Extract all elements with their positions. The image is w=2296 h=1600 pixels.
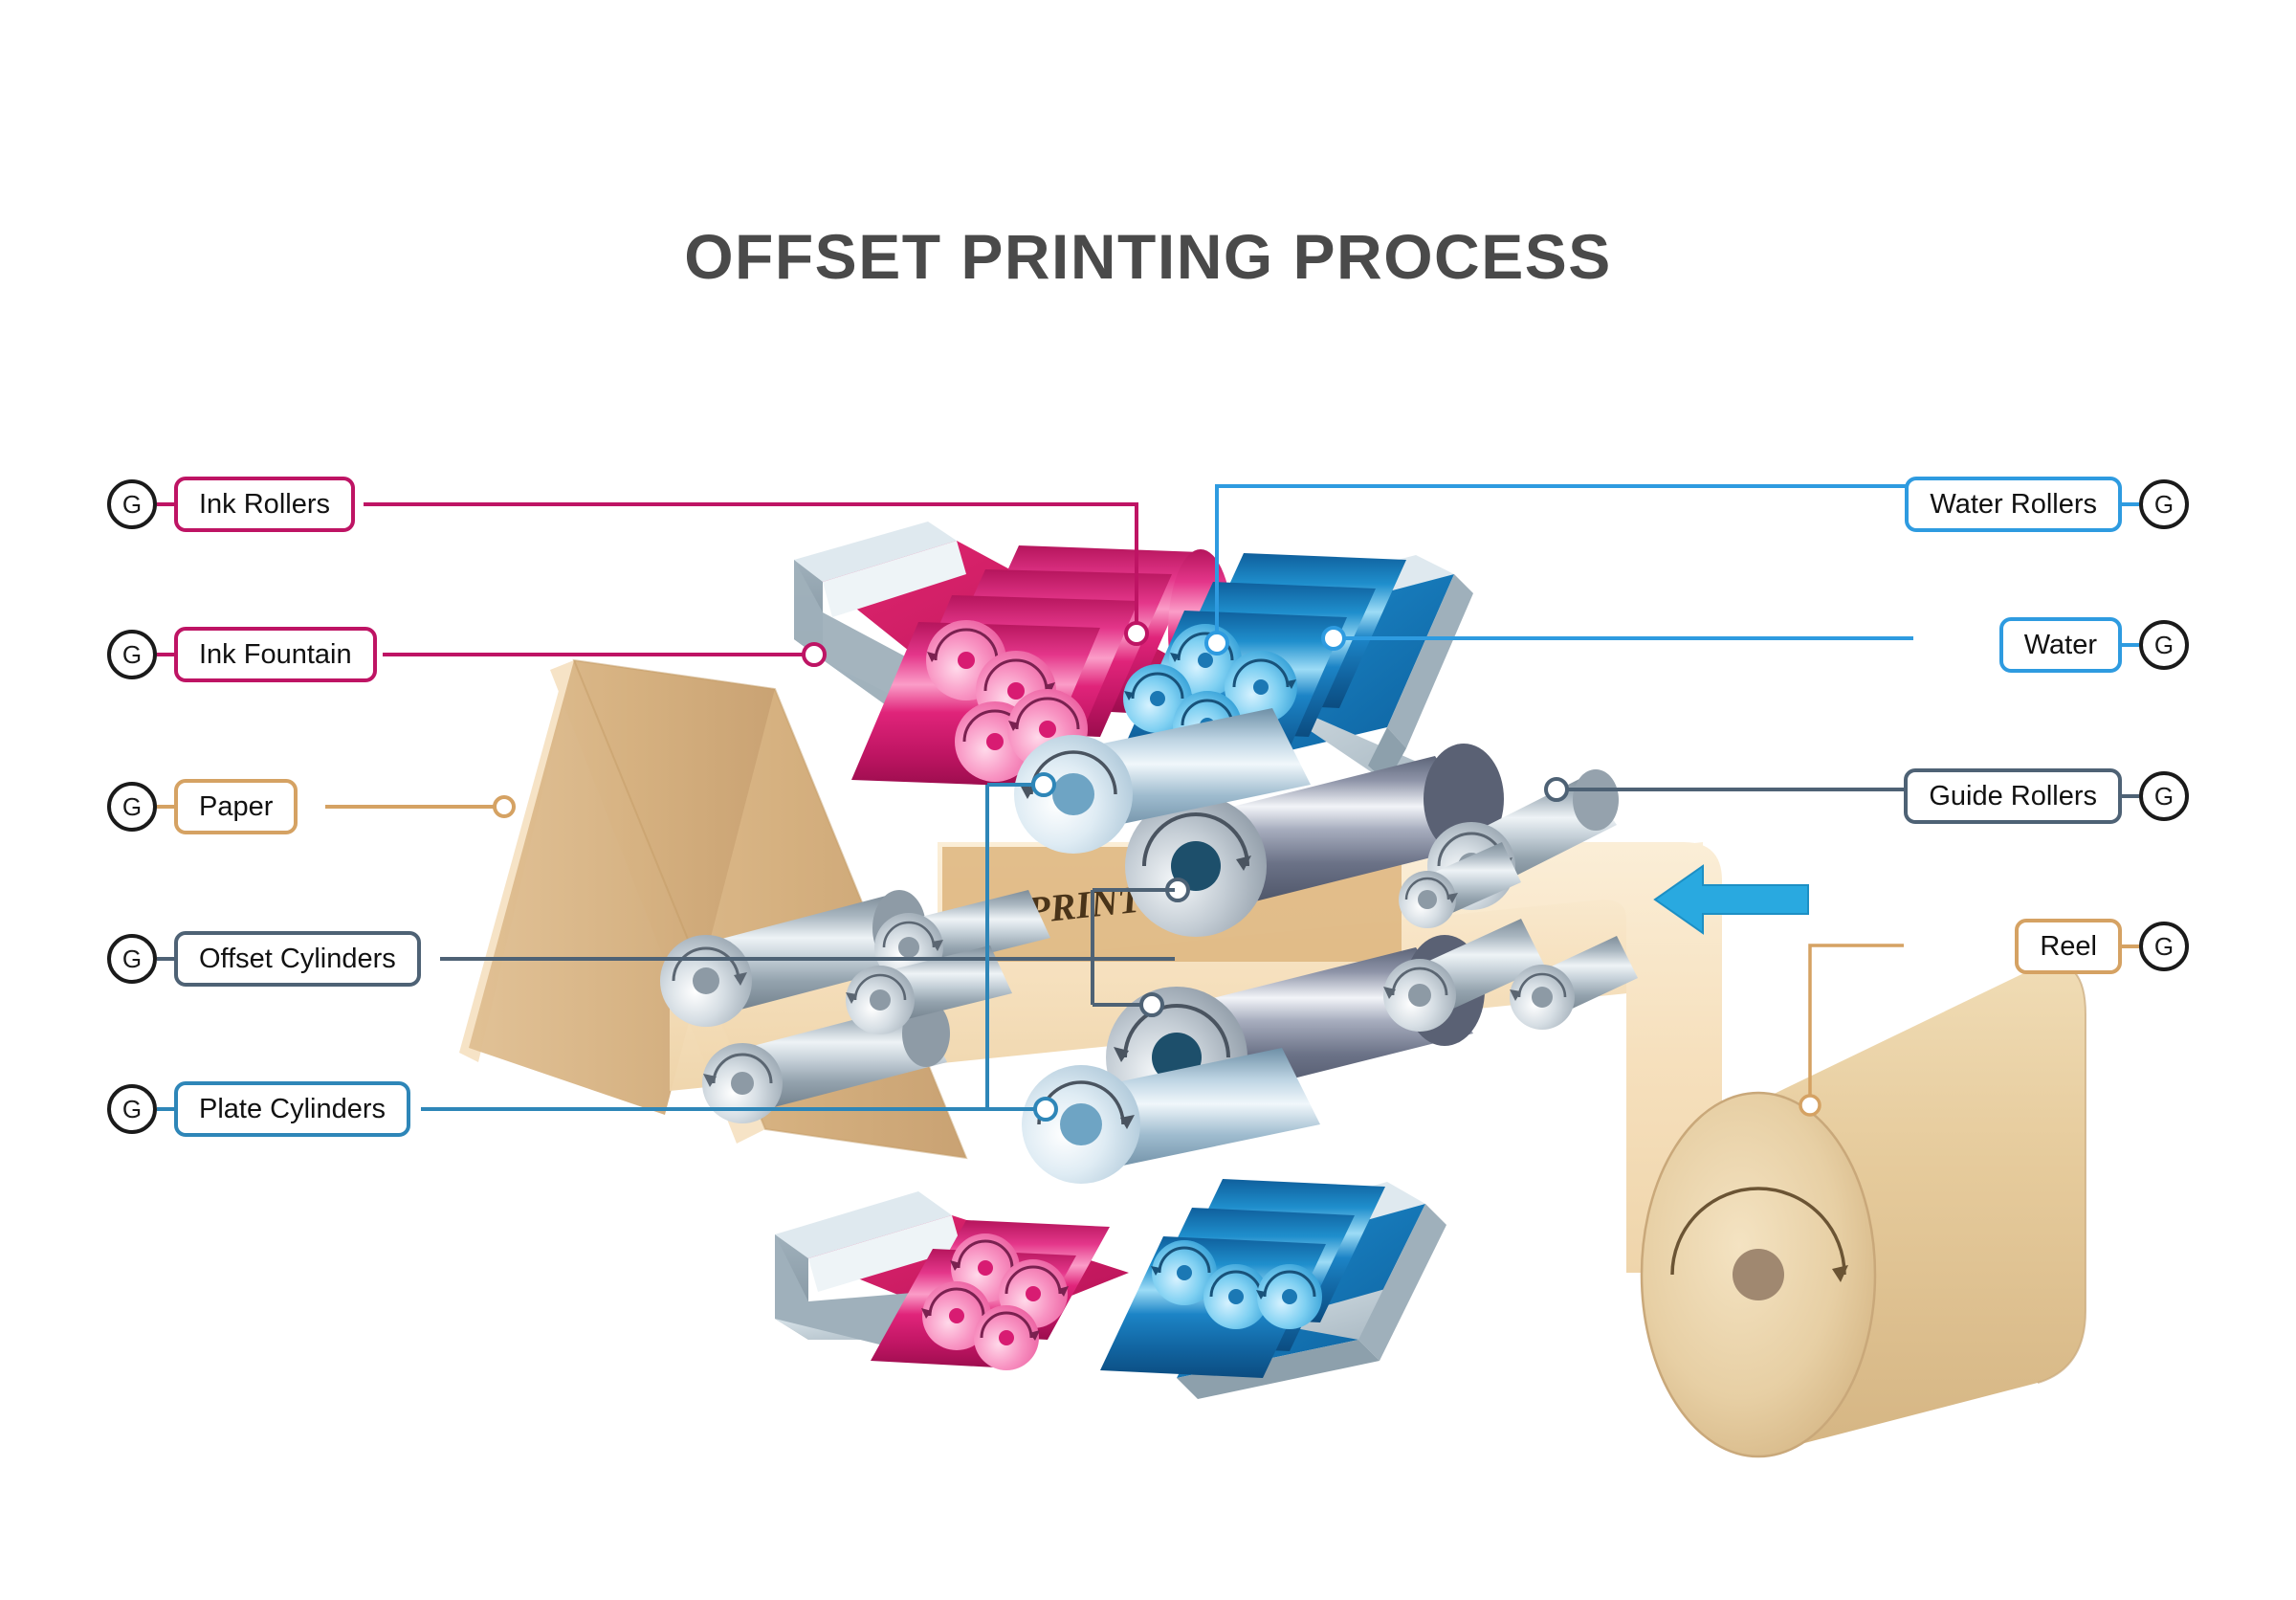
connector-plate-cylinders [421,772,1058,1122]
callout-label: Plate Cylinders [199,1093,386,1124]
callout-guide-rollers[interactable]: G Guide Rollers [1904,768,2189,824]
offset-cylinder-upper [1125,744,1504,937]
callout-chip[interactable]: Plate Cylinders [174,1081,411,1137]
callout-stub [157,957,174,961]
callout-badge: G [107,782,157,832]
connector-ink-rollers [364,502,1149,646]
guide-roller [1383,919,1545,1032]
callout-stub [2122,794,2139,798]
callout-chip[interactable]: Guide Rollers [1904,768,2122,824]
callout-chip[interactable]: Water [1998,617,2122,673]
callout-stub [157,502,174,506]
callout-stub [2122,502,2139,506]
guide-roller [1399,842,1521,928]
callout-plate-cylinders[interactable]: G Plate Cylinders [107,1081,411,1137]
web-direction-arrow[interactable] [1653,864,1809,935]
callout-stub [157,653,174,656]
page-title: OFFSET PRINTING PROCESS [684,221,1612,292]
callout-stub [2122,944,2139,948]
callout-ink-rollers[interactable]: G Ink Rollers [107,477,355,532]
guide-roller [1510,936,1638,1030]
callout-offset-cylinders[interactable]: G Offset Cylinders [107,931,421,987]
water-roller-end [1256,1264,1322,1329]
connector-offset-cylinders [440,878,1190,1017]
callout-chip[interactable]: Water Rollers [1905,477,2122,532]
connector-paper [325,795,516,818]
ink-roller-end [921,1281,991,1350]
callout-label: Water [2023,629,2097,660]
callout-label: Ink Rollers [199,488,330,520]
callout-stub [2122,643,2139,647]
connector-water-rollers [1204,484,1913,656]
callout-badge: G [2139,479,2189,529]
water-rollers-bottom [1100,1179,1385,1378]
callout-chip[interactable]: Ink Fountain [174,627,377,682]
callout-reel[interactable]: G Reel [2015,919,2189,974]
paper-reel [1640,963,2086,1458]
ink-roller-end [974,1305,1040,1370]
callout-badge: G [107,479,157,529]
callout-badge: G [107,630,157,679]
callout-water[interactable]: G Water [1998,617,2189,673]
ink-rollers-bottom [871,1220,1110,1370]
metal-roller [846,945,1012,1034]
callout-paper[interactable]: G Paper [107,779,298,834]
callout-chip[interactable]: Reel [2015,919,2122,974]
callout-label: Guide Rollers [1929,780,2097,811]
callout-label: Offset Cylinders [199,943,396,974]
callout-badge: G [2139,771,2189,821]
callout-badge: G [107,1084,157,1134]
callout-water-rollers[interactable]: G Water Rollers [1905,477,2189,532]
callout-label: Water Rollers [1930,488,2097,520]
callout-chip[interactable]: Paper [174,779,298,834]
connector-ink-fountain [383,642,827,667]
callout-label: Ink Fountain [199,638,352,670]
plate-cylinder-lower [1022,1048,1320,1184]
callout-ink-fountain[interactable]: G Ink Fountain [107,627,377,682]
plate-cylinder-upper [1014,708,1311,854]
callout-chip[interactable]: Offset Cylinders [174,931,421,987]
water-roller-end [1225,651,1297,723]
callout-badge: G [107,934,157,984]
connector-guide-rollers [1544,777,1913,802]
callout-stub [157,805,174,809]
callout-badge: G [2139,922,2189,971]
callout-stub [157,1107,174,1111]
callout-chip[interactable]: Ink Rollers [174,477,355,532]
connector-reel [1799,944,1904,1117]
water-roller-end [1151,1240,1217,1305]
callout-badge: G [2139,620,2189,670]
callout-label: Paper [199,790,274,822]
water-rollers-top [1119,553,1406,766]
water-roller-end [1203,1264,1269,1329]
connector-water [1321,626,1913,651]
callout-label: Reel [2040,930,2097,962]
